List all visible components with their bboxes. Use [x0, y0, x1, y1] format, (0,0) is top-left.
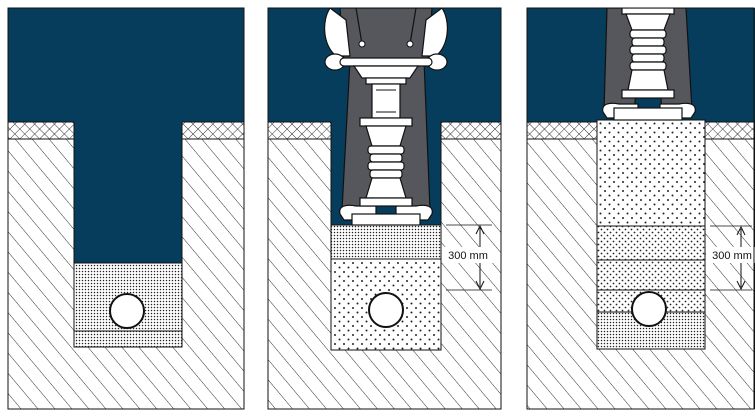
compacted-layer-2 — [596, 259, 706, 291]
surface-layer-right — [181, 121, 244, 140]
panel-1 — [8, 8, 244, 409]
panel-2 — [268, 8, 501, 409]
layer-thickness-label: 300 mm — [712, 250, 752, 262]
layer-thickness-dimension — [706, 225, 755, 291]
panel-3-frame — [526, 7, 755, 410]
vibratory-rammer-icon — [339, 57, 433, 226]
surface-layer-left — [527, 121, 598, 140]
soil-section — [8, 138, 244, 409]
surface-layer-left — [268, 121, 332, 140]
surface-layer-right — [704, 121, 755, 140]
surface-layer-right — [440, 121, 501, 140]
vibratory-rammer-icon — [613, 8, 683, 121]
compacted-layer-3 — [596, 225, 706, 261]
panel-3 — [527, 8, 755, 409]
soil-section — [268, 138, 501, 409]
pipe-cross-section-icon — [109, 293, 145, 329]
layer-thickness-label: 300 mm — [448, 250, 488, 262]
loose-layer — [330, 224, 442, 260]
upper-backfill — [596, 119, 706, 227]
pipe-cross-section-icon — [368, 292, 404, 328]
pipe-cross-section-icon — [631, 291, 667, 327]
surface-layer-left — [8, 121, 75, 140]
panel-2-frame — [267, 7, 502, 410]
layer-thickness-dimension — [443, 224, 493, 291]
panel-1-frame — [7, 7, 245, 410]
